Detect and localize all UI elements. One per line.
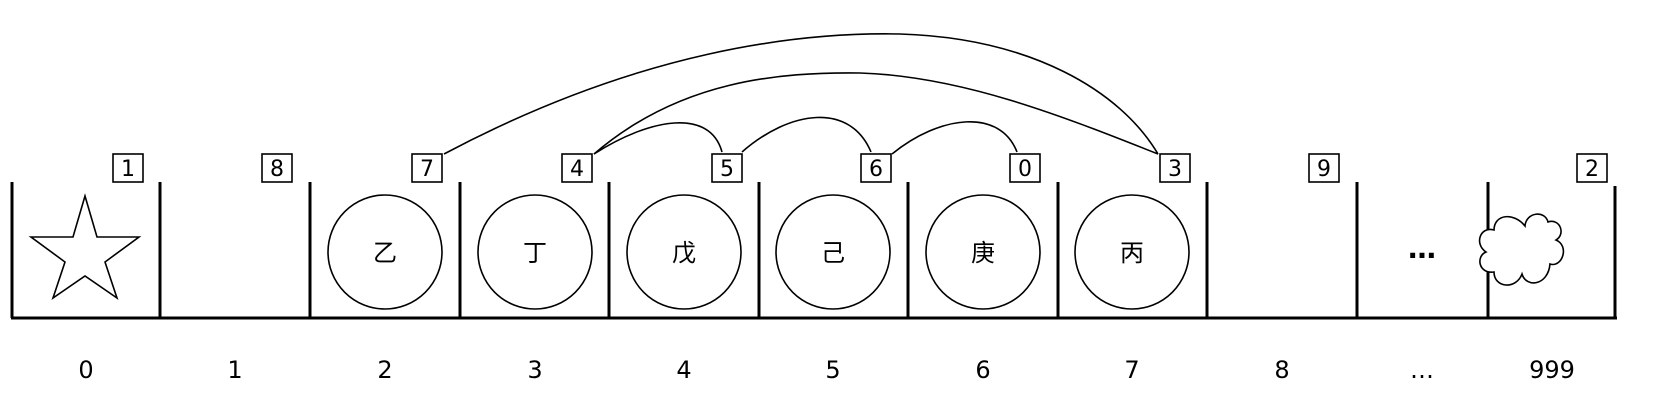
box-frame (411, 153, 443, 183)
link-arc-4-to-3 (593, 72, 1159, 155)
cell-index-label: 4 (676, 356, 691, 384)
node-label: 戊 (672, 239, 696, 267)
cell-index-label: 0 (78, 356, 93, 384)
box-number: 5 (720, 157, 734, 182)
box-frame (1159, 153, 1191, 183)
star-icon (28, 193, 142, 301)
box-frame (711, 153, 743, 183)
node-circle (1074, 194, 1190, 310)
cloud-icon (1478, 213, 1565, 286)
node-circle (626, 194, 742, 310)
cell-index-label: 7 (1124, 356, 1139, 384)
link-arcs (443, 33, 1159, 155)
node-label: 庚 (971, 239, 995, 267)
box-number: 7 (420, 157, 434, 182)
cell-index-label: 5 (825, 356, 840, 384)
cell-index-label: … (1410, 356, 1434, 384)
box-frame (860, 153, 892, 183)
box-number: 9 (1317, 157, 1331, 182)
box-frame (561, 153, 593, 183)
link-arc-7-to-3 (443, 33, 1159, 155)
node-circle (477, 194, 593, 310)
box-frame (112, 153, 144, 183)
box-number: 0 (1018, 157, 1032, 182)
node-label: 丁 (523, 239, 547, 267)
box-frame (1576, 153, 1608, 183)
cell-index-label: 8 (1274, 356, 1289, 384)
link-arc-6-to-0 (891, 121, 1018, 155)
array-frame (10, 182, 1617, 320)
node-circle (925, 194, 1041, 310)
box-number: 8 (270, 157, 284, 182)
cell-index-label: 3 (527, 356, 542, 384)
cell-index-label: 1 (227, 356, 242, 384)
node-circle (327, 194, 443, 310)
box-number: 1 (121, 157, 135, 182)
node-label: 丙 (1120, 239, 1144, 267)
box-frames (112, 153, 1608, 183)
link-arc-4-to-5 (593, 122, 723, 155)
node-label: 乙 (373, 239, 397, 267)
cell-index-label: 2 (377, 356, 392, 384)
cell-index-label: 999 (1529, 356, 1575, 384)
box-frame (1009, 153, 1041, 183)
box-number: 3 (1168, 157, 1182, 182)
cell-index-label: 6 (975, 356, 990, 384)
box-number: 2 (1585, 157, 1599, 182)
cell-ellipsis: … (1408, 232, 1436, 265)
box-frame (1308, 153, 1340, 183)
link-arc-5-to-6 (741, 116, 872, 153)
node-label: 己 (821, 239, 845, 267)
node-circles (327, 194, 1190, 310)
box-number: 6 (869, 157, 883, 182)
node-circle (775, 194, 891, 310)
box-frame (261, 153, 293, 183)
box-number: 4 (570, 157, 584, 182)
